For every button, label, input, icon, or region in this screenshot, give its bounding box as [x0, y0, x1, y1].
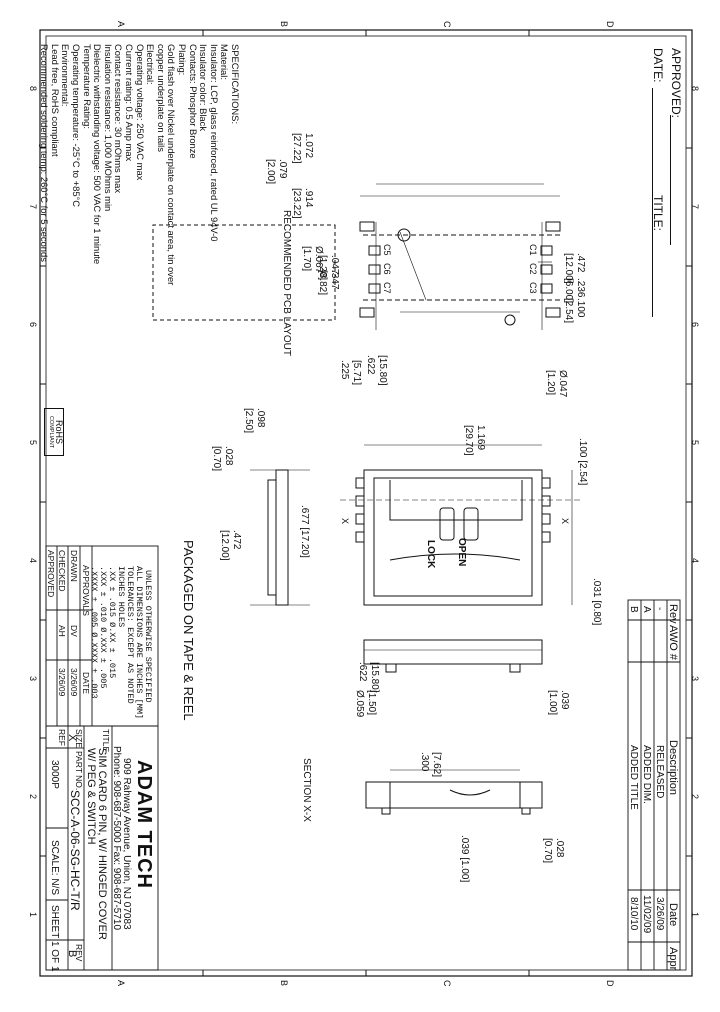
size-value: X: [66, 734, 78, 742]
drawing-title-line2: W/ PEG & SWITCH: [85, 748, 97, 845]
tolerance-line: .XX ± .015 Ø.XX ± .015: [107, 566, 117, 679]
approval-initials: DV: [69, 625, 79, 637]
approval-role: DRAWN: [69, 550, 79, 582]
approval-date: 3/26/09: [69, 668, 79, 697]
ref-value: 3000P: [49, 760, 60, 789]
rev-value: B: [66, 950, 78, 958]
pcb-pad-c3: [540, 283, 553, 294]
part-number: SCC-A-06-SG-HC-T/R: [68, 790, 82, 911]
approvals-date-header: DATE: [81, 672, 91, 695]
approval-date: 3/26/09: [57, 668, 67, 697]
tolerance-line: .XXX ± .010 Ø.XXX ± .005: [98, 566, 108, 689]
pcb-pad-c5: [368, 245, 381, 256]
approval-role: CHECKED: [57, 550, 67, 592]
pcb-pad-c7: [368, 283, 381, 294]
approval-initials: AH: [57, 625, 67, 637]
approvals-header: APPROVALS: [81, 565, 91, 616]
drawing-title-line1: SIM CARD 6 PIN, W/ HINGED COVER: [96, 748, 108, 940]
tolerance-line: INCHES HOLES: [116, 566, 126, 628]
pcb-pad-c6: [368, 264, 381, 275]
sheet-value: SHEET 1 OF 1: [49, 905, 60, 972]
tolerance-line: UNLESS OTHERWISE SPECIFIED: [143, 570, 153, 703]
pcb-pad-c1: [540, 245, 553, 256]
tolerance-notes: UNLESS OTHERWISE SPECIFIED ALL DIMENSION…: [89, 552, 153, 719]
company-address: 909 Rahway Avenue, Union, NJ 07083: [121, 758, 132, 930]
part-no-label: PART NO.: [74, 751, 84, 791]
tolerance-line: ALL DIMENSIONS ARE INCHES [MM]: [134, 566, 144, 720]
company-phone: Phone: 908-687-5000 Fax: 908-687-5710: [111, 746, 122, 931]
company-name: ADAM TECH: [133, 760, 155, 889]
approval-role: APPROVED: [46, 550, 56, 598]
ref-label: REF: [57, 729, 67, 746]
scale-value: SCALE: N/S: [49, 840, 60, 896]
pcb-pad-c2: [540, 264, 553, 275]
tolerance-line: TOLERANCES: EXCEPT AS NOTED: [125, 566, 135, 704]
